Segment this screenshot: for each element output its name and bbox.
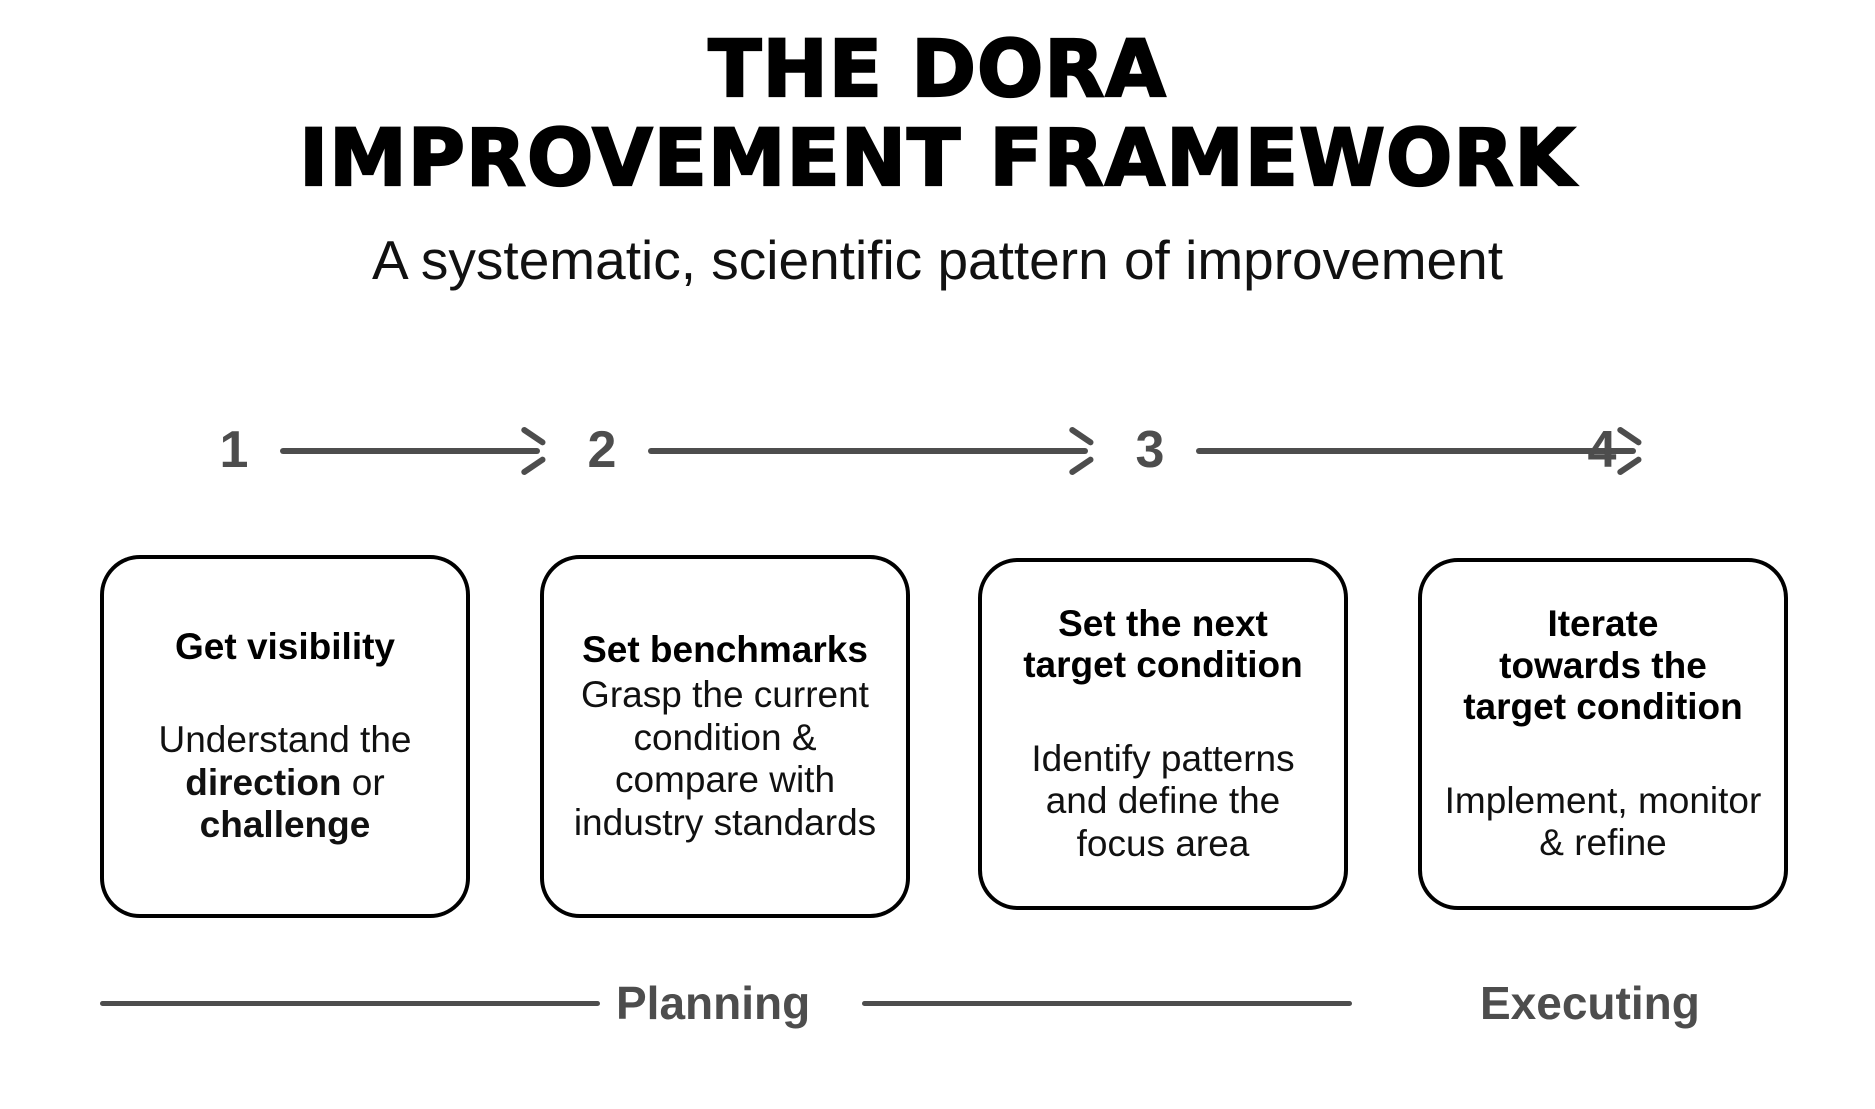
arrow-step-3-to-4-icon [1196,448,1636,454]
phase-line-right [862,1001,1352,1006]
step-card-4-title: Iterate towards the target condition [1463,603,1743,727]
step-card-3-title-line-2: target condition [1023,644,1303,686]
page-title: THE DORA IMPROVEMENT FRAMEWORK [0,0,1875,204]
step-number-3: 3 [1135,421,1165,479]
title-line-2: IMPROVEMENT FRAMEWORK [298,113,1576,204]
step-card-3-title-line-1: Set the next [1058,602,1268,644]
step-card-4-title-line-2: towards the [1499,644,1707,686]
step-card-1-body-bold-1: direction [185,761,342,803]
step-number-4: 4 [1587,421,1617,479]
header: THE DORA IMPROVEMENT FRAMEWORK A systema… [0,0,1875,292]
step-card-1-body-mid: or [341,761,385,803]
step-card-3-title: Set the next target condition [1023,603,1303,686]
title-line-1: THE DORA [707,24,1167,115]
step-number-1: 1 [219,421,249,479]
step-card-4-title-line-1: Iterate [1547,603,1659,645]
arrow-step-1-to-2-icon [280,448,540,454]
step-card-1-title: Get visibility [174,625,395,667]
step-card-3-body: Identify patterns and define the focus a… [1031,737,1295,864]
arrow-step-2-to-3-icon [648,448,1088,454]
step-card-1-body-pre: Understand the [158,719,412,761]
step-card-2[interactable]: Set benchmarks Grasp the current conditi… [540,555,910,918]
step-card-4[interactable]: Iterate towards the target condition Imp… [1418,558,1788,910]
step-card-2-body: Grasp the current condition & compare wi… [573,674,877,843]
step-card-1[interactable]: Get visibility Understand the direction … [100,555,470,918]
phase-bar: Planning Executing [0,968,1875,1038]
phase-label-executing: Executing [1480,977,1700,1029]
step-card-4-body: Implement, monitor & refine [1444,779,1762,864]
phase-line-left [100,1001,600,1006]
page-subtitle: A systematic, scientific pattern of impr… [372,228,1503,291]
step-card-1-body: Understand the direction or challenge [124,719,446,847]
phase-label-planning: Planning [616,977,811,1029]
step-card-1-body-bold-2: challenge [199,804,371,846]
step-number-2: 2 [587,421,617,479]
step-card-2-title: Set benchmarks [582,628,868,670]
step-sequence: 1 2 3 4 [100,415,1790,485]
step-card-3[interactable]: Set the next target condition Identify p… [978,558,1348,910]
step-card-4-title-line-3: target condition [1463,686,1743,728]
